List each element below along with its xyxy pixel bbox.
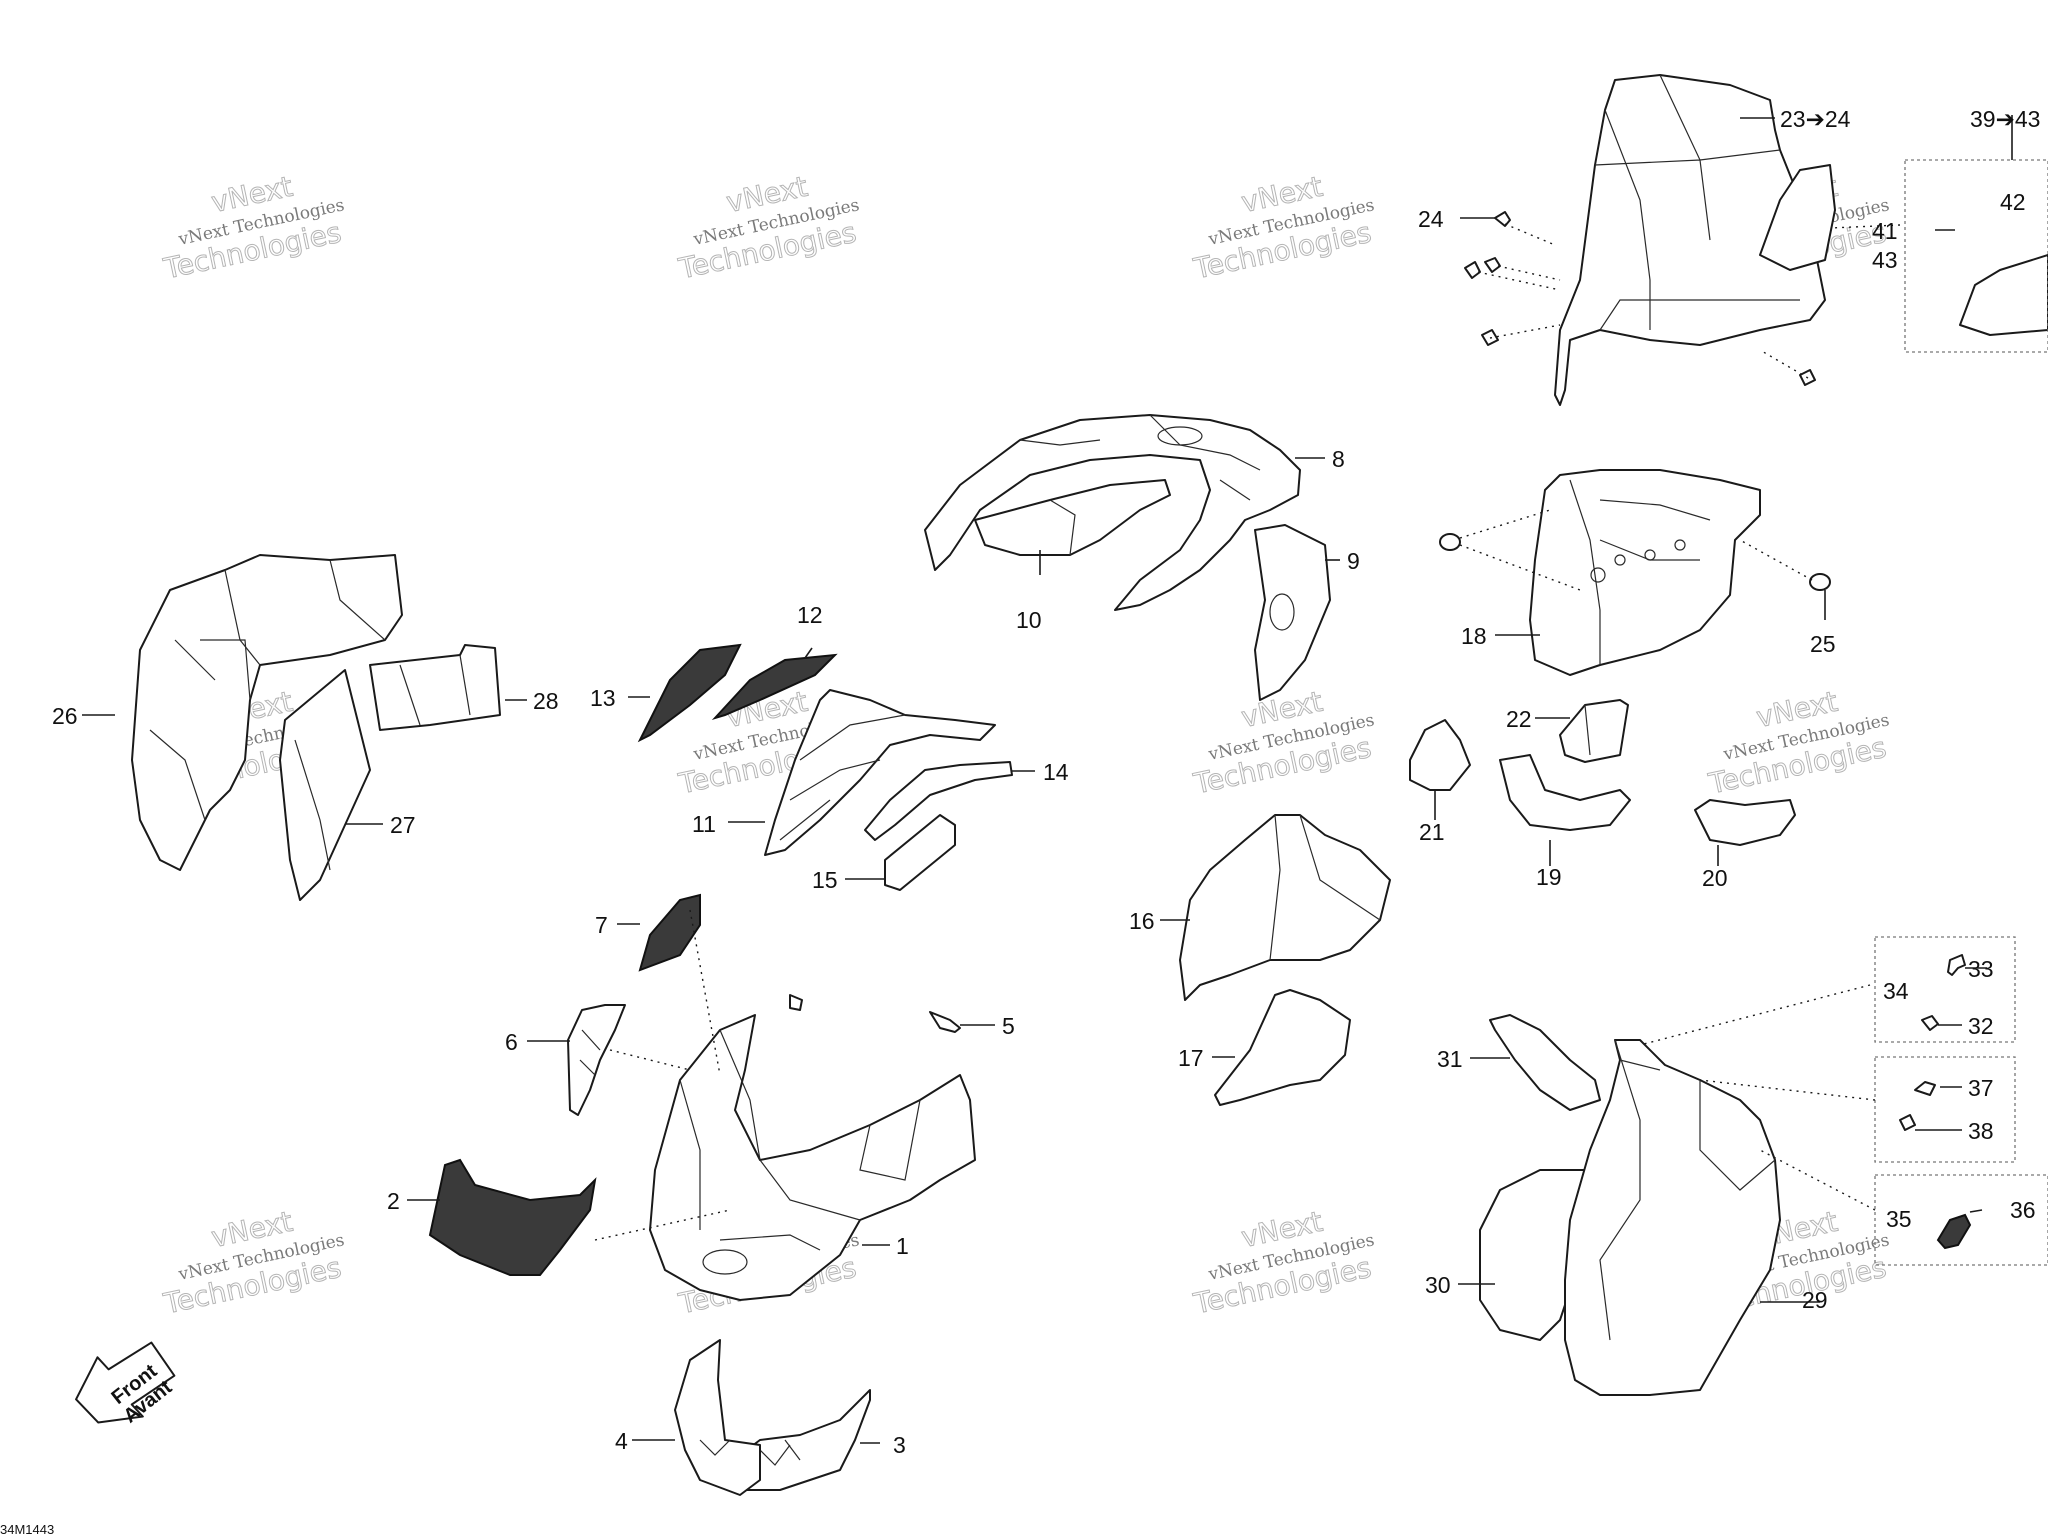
part-27-side-trim[interactable] [279,669,371,901]
callouts: 1 2 3 4 5 6 7 8 9 10 11 12 13 14 15 16 1… [52,106,2040,1458]
callout-37[interactable]: 37 [1968,1075,1994,1101]
callout-42[interactable]: 42 [2000,189,2026,215]
part-33-screw[interactable] [1947,954,1966,976]
callout-16[interactable]: 16 [1129,908,1155,934]
part-35-clip[interactable] [1936,1213,1972,1250]
callout-22[interactable]: 22 [1506,706,1532,732]
callout-26[interactable]: 26 [52,703,78,729]
part-1-front-nose[interactable] [649,1014,976,1301]
callout-30[interactable]: 30 [1425,1272,1451,1298]
hardware-box-37-38 [1874,1056,2016,1163]
callout-28[interactable]: 28 [533,688,559,714]
callout-17[interactable]: 17 [1178,1045,1204,1071]
callout-23-24[interactable]: 23➔24 [1780,106,1851,132]
callout-21[interactable]: 21 [1419,819,1445,845]
part-windshield-bracket[interactable] [1759,164,2048,336]
callout-19[interactable]: 19 [1536,864,1562,890]
watermark: vNext Technologies vNext Technologies [675,169,861,286]
front-orientation-arrow: Front Avant [75,1341,177,1428]
part-38-screw[interactable] [1899,1114,1916,1131]
watermark: vNext Technologies vNext Technologies [160,169,346,286]
part-19-curved-pad[interactable] [1499,754,1631,831]
callout-8[interactable]: 8 [1332,446,1345,472]
callout-15[interactable]: 15 [812,867,838,893]
callout-4[interactable]: 4 [615,1428,628,1454]
watermark: vNext Technologies vNext Technologies [160,1204,346,1321]
assembly-lines [594,223,1901,1241]
part-26-side-panel[interactable] [131,554,403,871]
part-11-upper-frame[interactable] [764,689,996,856]
part-5-fastener[interactable] [789,994,961,1033]
part-23-windshield[interactable] [1554,74,1826,406]
part-13-mesh-vent[interactable] [637,643,742,743]
part-28-foam-pad[interactable] [369,644,501,731]
callout-18[interactable]: 18 [1461,623,1487,649]
callout-33[interactable]: 33 [1968,956,1994,982]
callout-38[interactable]: 38 [1968,1118,1994,1144]
part-37-clip[interactable] [1914,1081,1936,1096]
part-25-grommet[interactable] [1439,533,1831,591]
callout-12[interactable]: 12 [797,602,823,628]
callout-32[interactable]: 32 [1968,1013,1994,1039]
part-4-lower-panel-left[interactable] [674,1339,761,1496]
part-32-nut[interactable] [1921,1015,1939,1031]
callout-14[interactable]: 14 [1043,759,1069,785]
callout-41[interactable]: 41 [1872,218,1898,244]
part-22-foam-block[interactable] [1559,699,1629,763]
callout-3[interactable]: 3 [893,1432,906,1458]
part-18-dash-housing[interactable] [1529,469,1761,676]
callout-43[interactable]: 43 [1872,247,1898,273]
part-9-side-pad[interactable] [1254,524,1331,701]
part-14-trim-strip[interactable] [864,761,1013,841]
watermark: vNext Technologies vNext Technologies [1705,684,1891,801]
callout-2[interactable]: 2 [387,1188,400,1214]
part-8-top-cover[interactable] [924,414,1301,611]
part-31-bracket-arm[interactable] [1489,1014,1601,1111]
hardware-box-35-36 [1874,1174,2048,1266]
part-12-mesh-vent[interactable] [711,653,838,721]
part-15-pad[interactable] [884,814,956,891]
part-2-grille[interactable] [428,1158,597,1276]
callout-7[interactable]: 7 [595,912,608,938]
callout-34[interactable]: 34 [1883,978,1909,1004]
part-20-small-pad[interactable] [1694,799,1796,846]
part-10-inner-panel[interactable] [974,479,1171,556]
callout-10[interactable]: 10 [1016,607,1042,633]
part-7-small-vent[interactable] [638,893,701,972]
callout-13[interactable]: 13 [590,685,616,711]
callout-24[interactable]: 24 [1418,206,1444,232]
callout-36[interactable]: 36 [2010,1197,2036,1223]
callout-1[interactable]: 1 [896,1233,909,1259]
callout-39-43[interactable]: 39➔43 [1970,106,2040,132]
callout-5[interactable]: 5 [1002,1013,1015,1039]
diagram-reference: 34M1443 [0,1522,54,1536]
watermark: vNext Technologies vNext Technologies [1190,169,1376,286]
part-29-side-panel[interactable] [1564,1039,1781,1396]
callout-9[interactable]: 9 [1347,548,1360,574]
part-16-side-cover[interactable] [1179,814,1391,1001]
callout-27[interactable]: 27 [390,812,416,838]
callout-31[interactable]: 31 [1437,1046,1463,1072]
leader-lines [82,115,2013,1444]
hardware-box-32-34 [1874,936,2016,1043]
callout-35[interactable]: 35 [1886,1206,1912,1232]
watermark: vNext Technologies vNext Technologies [1190,684,1376,801]
callout-6[interactable]: 6 [505,1029,518,1055]
part-6-bracket[interactable] [567,1004,626,1116]
part-21-bracket[interactable] [1409,719,1471,791]
callout-11[interactable]: 11 [692,811,716,837]
callout-25[interactable]: 25 [1810,631,1836,657]
callout-20[interactable]: 20 [1702,865,1728,891]
part-3-lower-panel-right[interactable] [739,1389,871,1491]
callout-29[interactable]: 29 [1802,1287,1828,1313]
watermark: vNext Technologies vNext Technologies [1190,1204,1376,1321]
part-17-side-pad[interactable] [1214,989,1351,1106]
